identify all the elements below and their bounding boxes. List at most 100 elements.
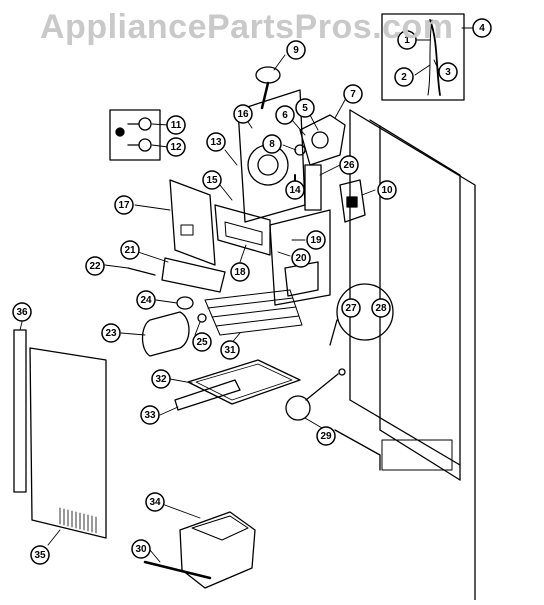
callout-34: 34: [145, 492, 165, 512]
callout-circle: [12, 302, 32, 322]
callout-circle: [472, 18, 492, 38]
callout-11: 11: [166, 115, 186, 135]
callout-number: 15: [206, 175, 218, 186]
callout-number: 25: [196, 337, 208, 348]
callout-number: 26: [343, 160, 355, 171]
inset-box: [381, 13, 465, 101]
callout-18: 18: [230, 262, 250, 282]
callout-15: 15: [202, 170, 222, 190]
ice-bracket: [214, 204, 271, 256]
part-29-knob: [285, 395, 311, 421]
callout-25: 25: [192, 332, 212, 352]
callout-number: 14: [289, 185, 301, 196]
callout-28: 28: [371, 298, 391, 318]
callout-circle: [438, 62, 458, 82]
callout-1: 1: [397, 30, 417, 50]
callout-number: 1: [404, 35, 410, 46]
callout-number: 7: [350, 89, 356, 100]
callout-27: 27: [341, 298, 361, 318]
front-cover: [169, 179, 216, 266]
callout-number: 36: [16, 307, 28, 318]
callout-35: 35: [30, 545, 50, 565]
callout-7: 7: [343, 84, 363, 104]
callout-circle: [262, 134, 282, 154]
callout-circle: [295, 98, 315, 118]
callout-circle: [397, 30, 417, 50]
part-21-bracket: [161, 257, 226, 293]
callout-31: 31: [220, 340, 240, 360]
callout-number: 19: [310, 235, 322, 246]
glass-shelf: [187, 359, 301, 405]
callout-circle: [377, 180, 397, 200]
part-24-fitting: [176, 296, 194, 310]
callout-22: 22: [85, 256, 105, 276]
part-10-housing: [339, 179, 366, 223]
callout-number: 30: [135, 544, 147, 555]
callout-number: 12: [170, 142, 182, 153]
callout-circle: [145, 492, 165, 512]
callout-circle: [140, 405, 160, 425]
callout-number: 24: [140, 295, 152, 306]
part-23-motor: [141, 311, 190, 357]
callout-6: 6: [275, 105, 295, 125]
callout-number: 18: [234, 267, 246, 278]
callout-36: 36: [12, 302, 32, 322]
callout-24: 24: [136, 290, 156, 310]
callout-circle: [101, 323, 121, 343]
back-panel: [29, 347, 107, 539]
callout-number: 33: [144, 410, 156, 421]
watermark-text: AppliancePartsPros.com: [40, 8, 454, 46]
callout-circle: [136, 290, 156, 310]
callout-number: 16: [237, 109, 249, 120]
callout-13: 13: [206, 132, 226, 152]
callout-number: 32: [155, 374, 167, 385]
callout-2: 2: [394, 67, 414, 87]
callout-number: 8: [269, 139, 275, 150]
ice-bin: [179, 511, 256, 589]
callout-30: 30: [131, 539, 151, 559]
part-9-fitting: [255, 66, 281, 84]
callout-number: 27: [345, 303, 357, 314]
callout-number: 23: [105, 328, 117, 339]
callout-circle: [114, 195, 134, 215]
callout-circle: [30, 545, 50, 565]
callout-circle: [286, 40, 306, 60]
callout-number: 17: [118, 200, 130, 211]
cabinet-outline: [334, 109, 476, 601]
auger-rod: [143, 560, 212, 580]
callout-circle: [202, 170, 222, 190]
side-frame: [269, 209, 331, 306]
callout-circle: [343, 84, 363, 104]
callout-number: 20: [295, 253, 307, 264]
callout-circle: [306, 230, 326, 250]
callout-number: 13: [210, 137, 222, 148]
callout-16: 16: [233, 104, 253, 124]
callout-32: 32: [151, 369, 171, 389]
callout-number: 28: [375, 303, 387, 314]
callout-circle: [371, 298, 391, 318]
callout-8: 8: [262, 134, 282, 154]
shelf-frame: [174, 379, 241, 411]
callout-circle: [230, 262, 250, 282]
callout-number: 3: [445, 67, 451, 78]
callout-17: 17: [114, 195, 134, 215]
callout-number: 35: [34, 550, 46, 561]
callout-5: 5: [295, 98, 315, 118]
callout-21: 21: [120, 240, 140, 260]
callout-26: 26: [339, 155, 359, 175]
callout-circle: [220, 340, 240, 360]
callout-circle: [316, 426, 336, 446]
callout-circle: [192, 332, 212, 352]
part-22-screw: [127, 267, 156, 276]
callout-circle: [291, 248, 311, 268]
callout-20: 20: [291, 248, 311, 268]
callout-circle: [339, 155, 359, 175]
callout-circle: [120, 240, 140, 260]
trim-strip: [13, 329, 27, 493]
callout-circle: [166, 137, 186, 157]
wire-rack: [204, 289, 303, 336]
callout-circle: [206, 132, 226, 152]
callout-number: 6: [282, 110, 288, 121]
